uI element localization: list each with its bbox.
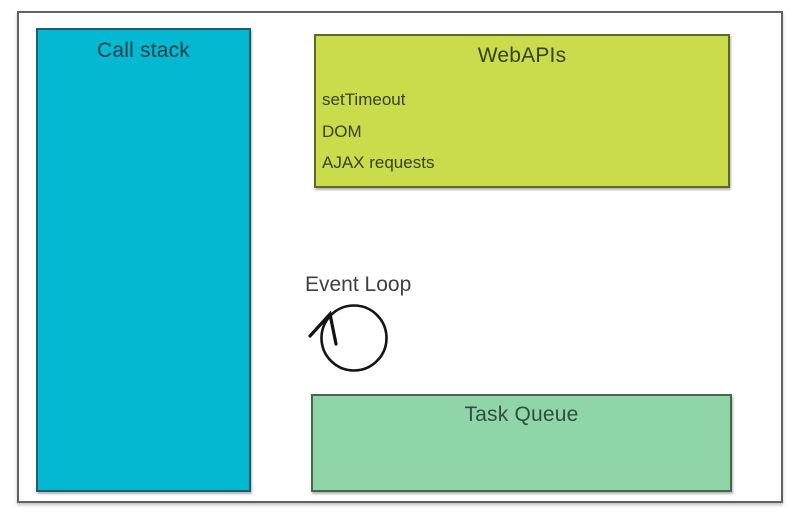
task-queue-box: Task Queue — [311, 394, 732, 492]
web-apis-title: WebAPIs — [477, 44, 567, 67]
web-api-item-dom: DOM — [322, 122, 362, 141]
loop-circle-arrow-icon — [308, 304, 388, 372]
web-api-item-ajax-requests: AJAX requests — [322, 153, 435, 172]
loop-arrowhead — [308, 310, 338, 346]
web-api-item-settimeout: setTimeout — [322, 90, 406, 109]
diagram-frame: Call stack WebAPIs setTimeout DOM AJAX r… — [17, 11, 783, 503]
task-queue-title: Task Queue — [464, 403, 579, 426]
call-stack-title: Call stack — [96, 39, 191, 62]
loop-circle — [320, 304, 388, 372]
web-apis-box: WebAPIs setTimeout DOM AJAX requests — [314, 34, 730, 188]
call-stack-box: Call stack — [36, 28, 251, 492]
event-loop-label: Event Loop — [305, 273, 412, 296]
